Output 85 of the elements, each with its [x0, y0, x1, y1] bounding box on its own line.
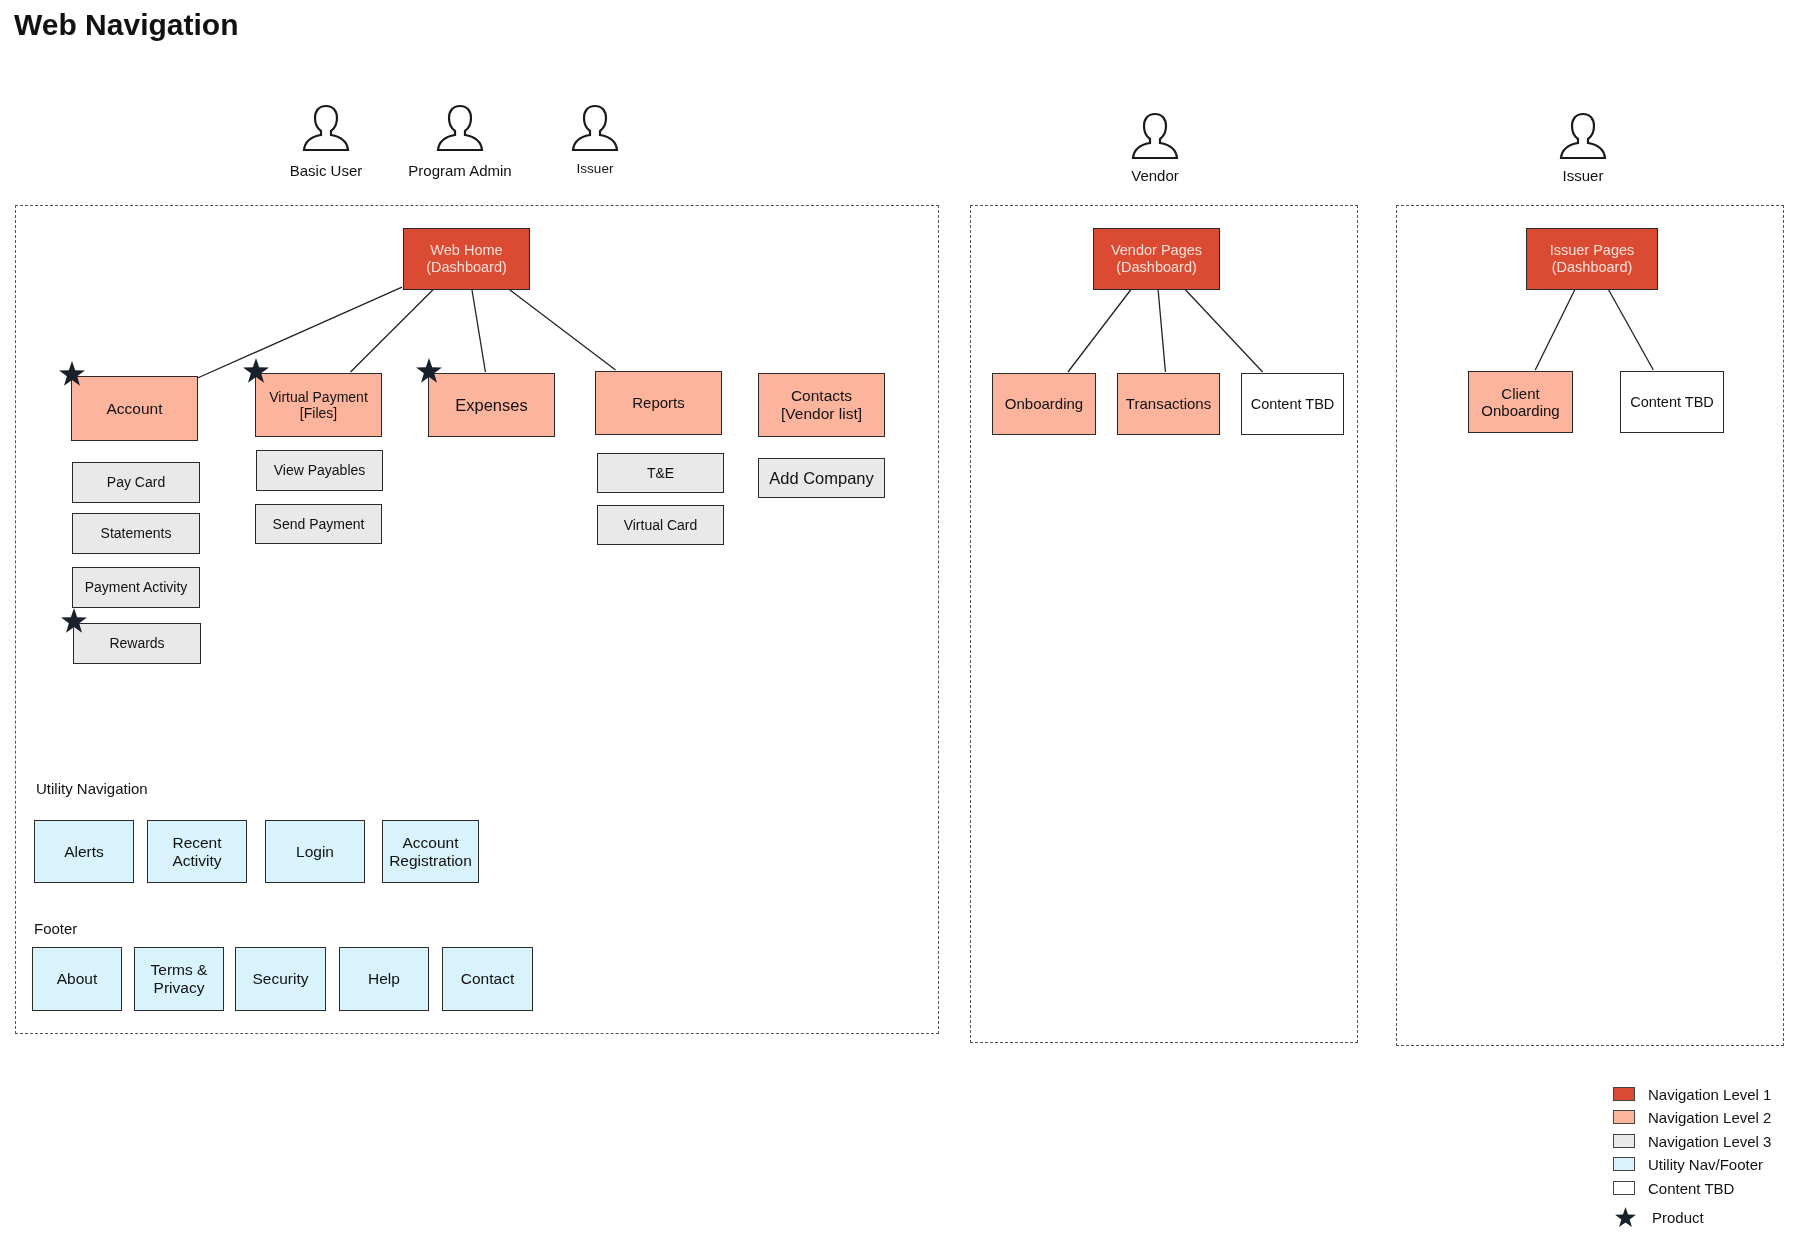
node-label: Send Payment	[272, 515, 365, 533]
node-label: Vendor Pages (Dashboard)	[1109, 242, 1204, 276]
connector-line	[1067, 288, 1132, 373]
page-box	[1620, 371, 1724, 433]
node-label: Payment Activity	[84, 579, 188, 596]
page-box	[255, 373, 382, 437]
page-box	[992, 373, 1096, 435]
persona-label: Issuer	[1562, 167, 1604, 185]
persona-label: Issuer	[576, 161, 614, 177]
page-box	[1526, 228, 1658, 290]
page-box	[442, 947, 533, 1011]
node-label: Reports	[632, 394, 685, 412]
page-box	[597, 453, 724, 493]
page-box	[265, 820, 365, 883]
node-label: Contact	[460, 970, 515, 988]
page-box	[147, 820, 247, 883]
node-label: View Payables	[273, 462, 366, 479]
persona-label: Vendor	[1131, 167, 1179, 185]
connector-line	[508, 288, 617, 371]
node-label: Content TBD	[1250, 395, 1335, 413]
page-box	[382, 820, 479, 883]
connector-line	[1607, 288, 1654, 371]
page-box	[595, 371, 722, 435]
page-box	[256, 450, 383, 491]
node-label: Login	[296, 842, 334, 861]
page-box	[235, 947, 326, 1011]
node-label: Account	[106, 399, 163, 418]
node-label: About	[56, 970, 98, 988]
legend-label: Product	[1652, 1208, 1704, 1226]
section-heading: Utility Navigation	[36, 780, 148, 797]
persona-label: Basic User	[289, 162, 363, 180]
legend-label: Navigation Level 1	[1648, 1085, 1772, 1103]
node-label: Onboarding	[1004, 395, 1084, 413]
page-box	[34, 820, 134, 883]
page-box	[71, 376, 198, 441]
legend-label: Utility Nav/Footer	[1648, 1155, 1764, 1173]
node-label: Transactions	[1125, 395, 1212, 413]
node-label: Terms & Privacy	[149, 961, 209, 997]
node-label: Expenses	[455, 395, 528, 415]
node-label: Issuer Pages (Dashboard)	[1548, 242, 1636, 276]
page-box	[73, 623, 201, 664]
page-box	[32, 947, 122, 1011]
page-box	[428, 373, 555, 437]
persona-label: Program Admin	[408, 162, 512, 180]
node-label: Content TBD	[1630, 393, 1714, 411]
node-label: Virtual Card	[623, 516, 698, 534]
page-box	[597, 505, 724, 545]
page-box	[1093, 228, 1220, 290]
node-label: Account Registration	[389, 833, 472, 870]
page-box	[758, 373, 885, 437]
connector-line	[349, 288, 435, 373]
node-label: Alerts	[64, 842, 104, 861]
legend-label: Navigation Level 2	[1648, 1108, 1772, 1126]
node-label: T&E	[646, 464, 675, 482]
node-label: Add Company	[769, 468, 874, 488]
section-heading: Footer	[34, 920, 78, 937]
node-label: Pay Card	[106, 474, 166, 491]
node-label: Web Home (Dashboard)	[425, 242, 508, 276]
page-box	[1468, 371, 1573, 433]
page-box	[403, 228, 530, 290]
page-box	[72, 462, 200, 503]
connector-line	[196, 286, 403, 379]
connector-line	[1534, 288, 1576, 371]
page-box	[1117, 373, 1220, 435]
node-label: Client Onboarding	[1480, 384, 1561, 420]
connector-line	[1184, 288, 1264, 373]
connector-line	[1157, 288, 1167, 373]
node-label: Recent Activity	[171, 833, 223, 870]
page-box	[72, 513, 200, 554]
node-label: Rewards	[109, 635, 165, 652]
connector-line	[471, 288, 487, 373]
node-label: Contacts [Vendor list]	[780, 387, 863, 423]
node-label: Security	[252, 970, 309, 988]
page-box	[72, 567, 200, 608]
node-label: Virtual Payment [Files]	[268, 388, 369, 422]
legend-label: Navigation Level 3	[1648, 1132, 1772, 1150]
page-box	[255, 504, 382, 544]
legend-label: Content TBD	[1648, 1179, 1735, 1197]
page-box	[1241, 373, 1344, 435]
diagram-title: Web Navigation	[14, 8, 239, 42]
page-box	[134, 947, 224, 1011]
page-box	[758, 458, 885, 498]
page-box	[339, 947, 429, 1011]
node-label: Statements	[100, 525, 172, 542]
node-label: Help	[368, 970, 400, 988]
